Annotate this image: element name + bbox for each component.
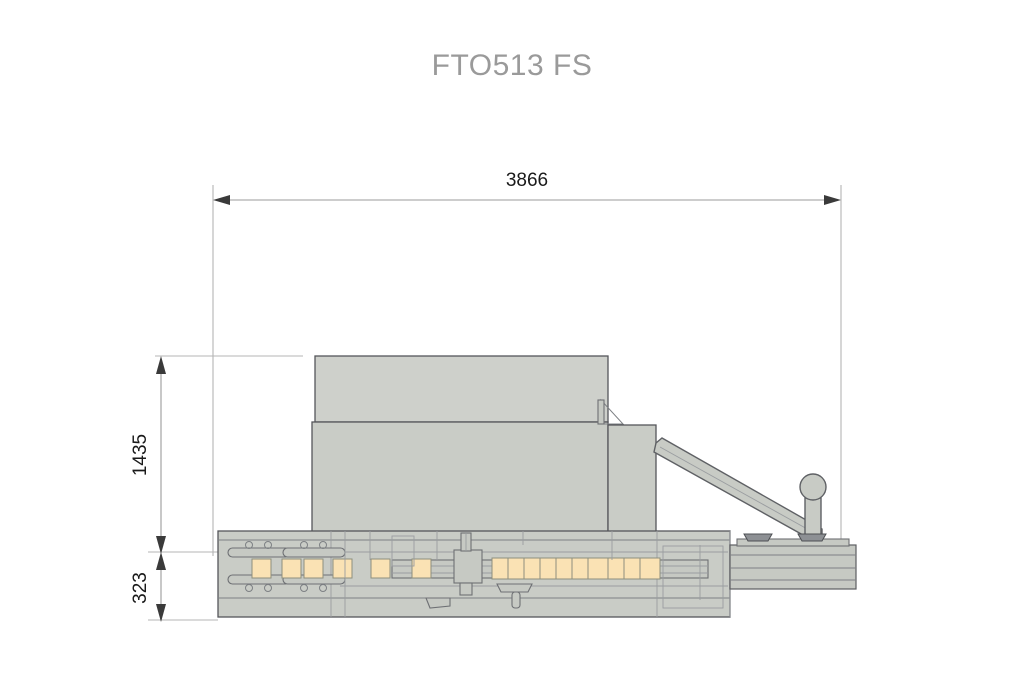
- corner-bracket-post: [597, 399, 605, 425]
- right-column: [607, 424, 657, 536]
- arrow-base-bottom: [156, 604, 166, 622]
- clamp-pin-1c: [245, 584, 253, 592]
- clamp-pin-1a: [245, 541, 253, 549]
- clamp-bar-upper-1: [227, 547, 291, 558]
- arrow-height-bottom: [156, 536, 166, 554]
- tooling-block: [587, 557, 609, 580]
- fixture-pin: [511, 591, 521, 609]
- drawing-title: FTO513 FS: [432, 49, 593, 82]
- machine-assembly: [217, 355, 857, 618]
- dimension-base-height: 323: [130, 552, 218, 622]
- clamp-bar-upper-2: [282, 547, 346, 558]
- rail-foot-right: [797, 533, 827, 542]
- diagonal-support-arm: [653, 437, 823, 541]
- upper-housing: [314, 355, 609, 423]
- lower-fixture: [496, 583, 533, 609]
- tooling-block: [303, 558, 324, 579]
- clamp-pin-1b: [264, 541, 272, 549]
- arrow-base-top: [156, 552, 166, 570]
- lever-knob-icon: [799, 473, 827, 501]
- tooling-block: [251, 558, 272, 579]
- tooling-block: [281, 558, 302, 579]
- right-clamp-assembly: [281, 541, 346, 592]
- dim-label-overall-length: 3866: [506, 170, 548, 191]
- tooling-block: [639, 557, 661, 580]
- arrow-height-top: [156, 356, 166, 374]
- spindle-body: [453, 549, 483, 584]
- tooling-block: [411, 558, 432, 579]
- tooling-block: [370, 558, 391, 579]
- dim-label-overall-height: 1435: [130, 434, 151, 476]
- arrow-left: [213, 195, 230, 205]
- clamp-pin-2c: [300, 584, 308, 592]
- tooling-block: [332, 558, 353, 579]
- left-clamp-assembly: [227, 541, 291, 592]
- dim-label-base-height: 323: [130, 572, 151, 604]
- dimension-overall-length: 3866: [212, 170, 842, 556]
- clamp-pin-2b: [319, 541, 327, 549]
- clamp-pin-2d: [319, 584, 327, 592]
- rail-cap: [736, 538, 850, 547]
- rail-foot-left: [743, 533, 773, 542]
- arrow-right: [824, 195, 841, 205]
- tooling-block-row: [491, 557, 661, 580]
- lower-housing: [311, 421, 609, 535]
- support-arm-centerline: [659, 446, 819, 536]
- clamp-pin-1d: [264, 584, 272, 592]
- fixture-plate: [496, 583, 533, 593]
- spindle-foot: [459, 582, 473, 596]
- detail-frame-left: [391, 535, 415, 567]
- spindle-lever-arm: [425, 597, 451, 609]
- dimension-overall-height: 1435: [130, 355, 303, 554]
- guide-rail: [729, 544, 857, 590]
- detail-frame-right: [662, 545, 724, 609]
- clamp-pin-2a: [300, 541, 308, 549]
- center-spindle-assembly: [425, 532, 483, 609]
